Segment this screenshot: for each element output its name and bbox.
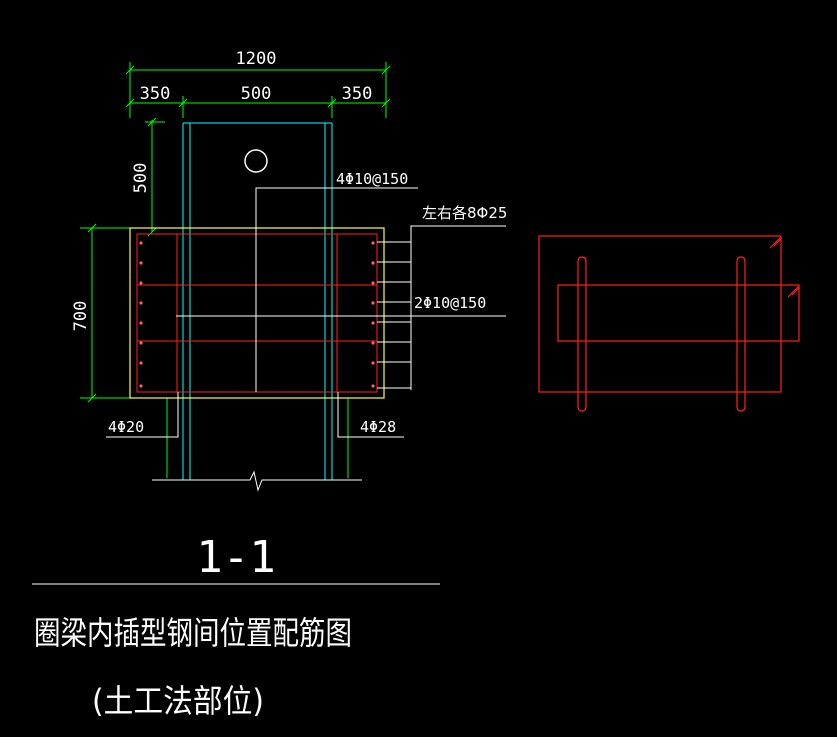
dim-left-width: 350: [140, 84, 171, 104]
bottom-bars: [166, 398, 349, 478]
label-stirrup-mid: 2Φ10@150: [414, 294, 486, 312]
dim-right-width: 350: [342, 84, 373, 104]
stirrup-detail: [538, 235, 800, 412]
drawing-subtitle: (土工法部位): [92, 682, 264, 720]
beam-outline: [129, 227, 385, 399]
beam-rebar: [136, 233, 378, 393]
dim-overall-width: 1200: [236, 49, 277, 69]
leader-lines: [106, 187, 506, 438]
dim-beam-height: 700: [71, 301, 91, 332]
dimension-lines: [80, 62, 391, 403]
drawing-title: 圈梁内插型钢间位置配筋图: [34, 614, 352, 652]
label-bottom-right: 4Φ28: [360, 418, 396, 436]
dim-middle-width: 500: [241, 84, 272, 104]
section-mark: 1-1: [196, 532, 275, 583]
label-stirrup-top: 4Φ10@150: [336, 170, 408, 188]
grout-hole-icon: [244, 149, 268, 173]
rebar-dots: [139, 241, 375, 388]
label-side-bars: 左右各8Φ25: [422, 204, 507, 222]
steel-section: [182, 122, 333, 480]
dim-top-height: 500: [131, 163, 151, 194]
label-bottom-left: 4Φ20: [108, 418, 144, 436]
break-line: [152, 470, 362, 492]
